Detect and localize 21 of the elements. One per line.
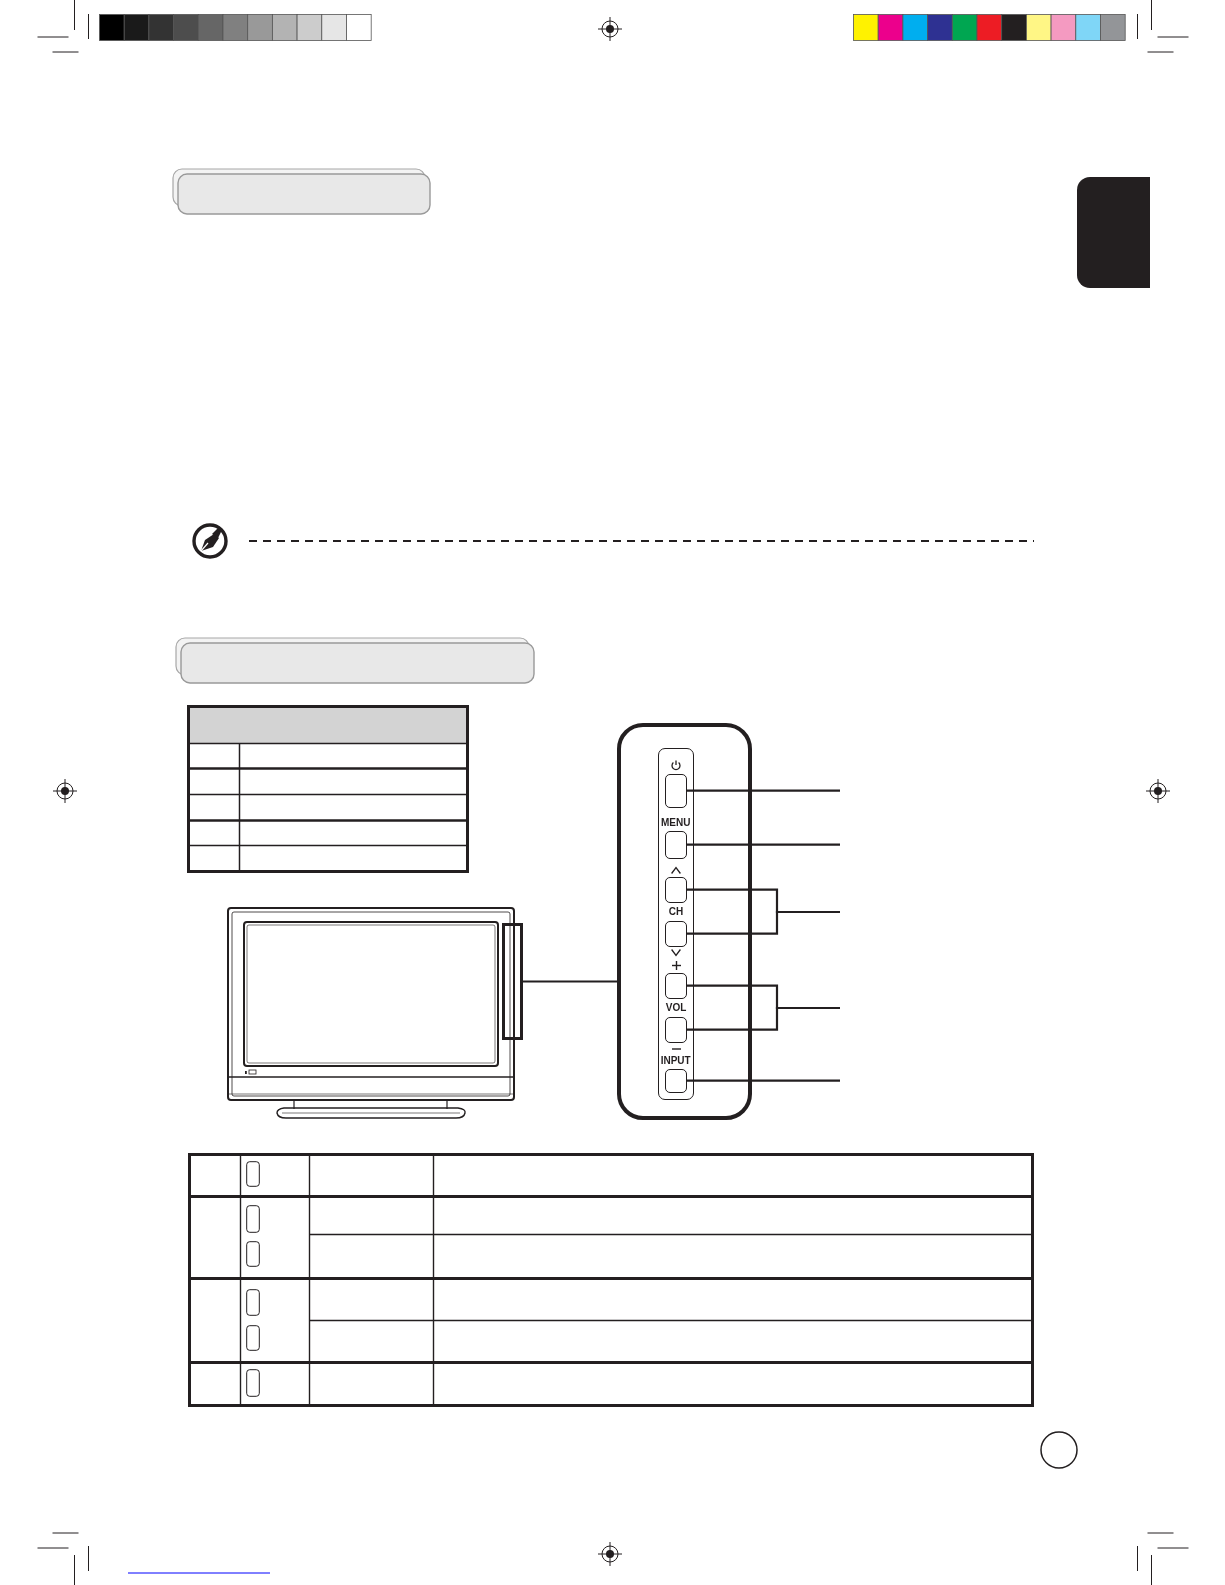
leader-line bbox=[523, 980, 617, 983]
leader-line bbox=[686, 789, 840, 792]
panel-button bbox=[664, 972, 687, 999]
button-label: MENU bbox=[660, 817, 691, 828]
leader-line bbox=[686, 1079, 840, 1082]
panel-button bbox=[664, 1016, 687, 1043]
side-tab bbox=[1077, 177, 1150, 288]
control-panel-closeup bbox=[617, 723, 752, 1120]
panel-button bbox=[664, 773, 687, 808]
leader-line bbox=[686, 1006, 840, 1031]
leader-line bbox=[686, 843, 840, 846]
button-label: INPUT bbox=[660, 1055, 691, 1066]
panel-button bbox=[664, 876, 687, 903]
button-label: CH bbox=[668, 907, 684, 917]
leader-line bbox=[686, 910, 840, 935]
button-strip bbox=[658, 748, 694, 1100]
button-label: VOL bbox=[665, 1003, 687, 1013]
panel-button bbox=[664, 830, 687, 859]
highlight-frame bbox=[502, 923, 523, 1040]
panel-button bbox=[664, 920, 687, 947]
panel-button bbox=[664, 1068, 687, 1093]
